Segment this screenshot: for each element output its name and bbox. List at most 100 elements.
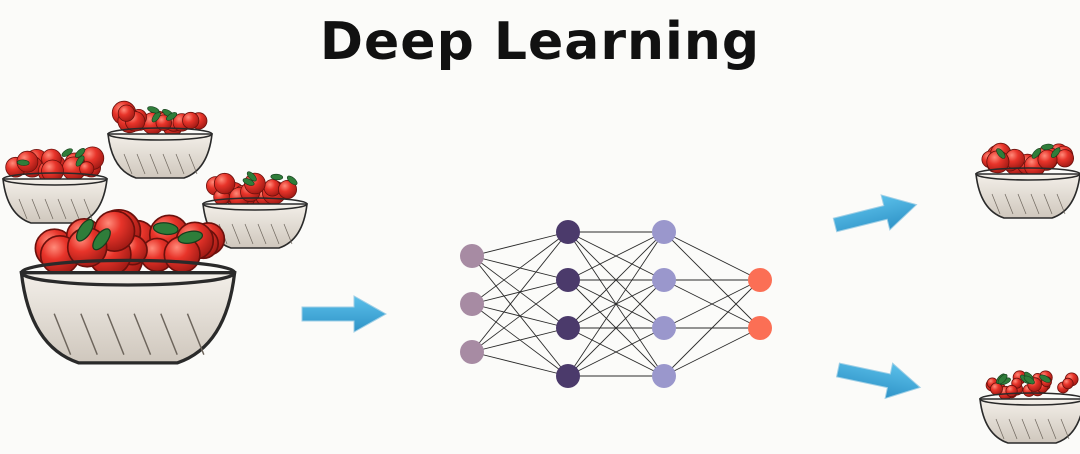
- bowl-hatch: [188, 153, 198, 175]
- tomato: [117, 104, 136, 122]
- bowl-hatch: [270, 223, 280, 245]
- network-nodes: [460, 220, 772, 388]
- network-connection: [663, 279, 761, 377]
- tomato: [1062, 377, 1074, 390]
- network-connection: [471, 279, 569, 353]
- leaf: [151, 111, 161, 123]
- bowl-hatch: [57, 198, 67, 220]
- leaf: [286, 175, 298, 186]
- output-node: [748, 316, 772, 340]
- output-bowl-large-tomatoes: [975, 142, 1080, 219]
- network-connection: [663, 231, 761, 281]
- bowl-hatch: [1060, 418, 1070, 440]
- bowl-hatch: [175, 153, 185, 175]
- leaf: [1031, 148, 1042, 159]
- bowl-hatch: [136, 153, 146, 175]
- bowl-body: [979, 398, 1080, 444]
- large-bowl: [19, 208, 237, 365]
- bowl-hatch: [991, 193, 1001, 215]
- network-connection: [567, 279, 665, 377]
- bowl-hatch: [53, 313, 72, 355]
- leaf: [75, 218, 94, 242]
- hidden-node-1: [556, 268, 580, 292]
- bowl-hatch: [149, 153, 159, 175]
- network-connection: [471, 231, 569, 257]
- arrow-to-large-output: [832, 194, 918, 233]
- hidden-node-2: [652, 268, 676, 292]
- tomato-bowl-icon: [107, 100, 213, 179]
- bowl-rim: [107, 127, 213, 141]
- hidden-node-2: [652, 220, 676, 244]
- hidden-node-2: [652, 316, 676, 340]
- tomato: [79, 161, 95, 177]
- leaf: [16, 159, 30, 166]
- leaf: [147, 106, 160, 114]
- bowl-hatch: [133, 313, 152, 355]
- leaf: [166, 112, 178, 121]
- bowl-rim: [202, 197, 308, 211]
- small-bowl-left: [2, 146, 108, 224]
- leaf: [75, 155, 85, 167]
- bowl-rim: [19, 258, 237, 287]
- bowl-hatch: [1047, 418, 1057, 440]
- tomato-bowl-icon: [202, 171, 308, 249]
- bowl-hatch: [83, 198, 93, 220]
- network-connection: [471, 231, 569, 305]
- tomato: [1005, 384, 1018, 398]
- bowl-hatch: [44, 198, 54, 220]
- bowl-hatch: [1034, 418, 1044, 440]
- bowl-rim: [975, 167, 1080, 181]
- leaf: [997, 373, 1008, 385]
- network-connection: [471, 351, 569, 377]
- bowl-body: [19, 271, 237, 365]
- leaf: [75, 148, 86, 158]
- bowl-hatch: [1004, 193, 1014, 215]
- leaf: [246, 171, 257, 182]
- bowl-hatch: [1017, 193, 1027, 215]
- bowl-hatch: [70, 198, 80, 220]
- arrow-to-network: [301, 295, 388, 333]
- neural-network: [460, 220, 772, 388]
- right-arrow-icon: [832, 194, 918, 233]
- leaf: [1023, 375, 1035, 385]
- input-node: [460, 292, 484, 316]
- cherry-tomato-bowl-icon: [979, 370, 1080, 444]
- bowl-hatch: [162, 153, 172, 175]
- network-connection: [663, 327, 761, 377]
- bowl-hatch: [244, 223, 254, 245]
- leaf: [1041, 143, 1054, 151]
- hidden-node-1: [556, 316, 580, 340]
- leaf: [152, 222, 179, 236]
- network-connection: [471, 327, 569, 353]
- tomato-bowl-icon: [2, 146, 108, 224]
- bowl-hatch: [1043, 193, 1053, 215]
- bowl-hatch: [123, 153, 133, 175]
- diagram-title: Deep Learning: [319, 12, 761, 72]
- bowl-rim: [2, 172, 108, 186]
- leaf: [996, 148, 1006, 159]
- network-connection: [567, 231, 665, 377]
- bowl-hatch: [18, 198, 28, 220]
- output-bowl-cherry-tomatoes: [979, 370, 1080, 444]
- hidden-node-1: [556, 364, 580, 388]
- leaf: [242, 178, 255, 186]
- bowl-hatch: [231, 223, 241, 245]
- network-connection: [471, 231, 569, 353]
- leaf: [270, 173, 284, 181]
- bowl-hatch: [1056, 193, 1066, 215]
- input-node: [460, 244, 484, 268]
- small-bowl-top: [107, 100, 213, 179]
- bowl-hatch: [1008, 418, 1018, 440]
- hidden-node-1: [556, 220, 580, 244]
- leaf: [1050, 147, 1061, 158]
- tomato: [213, 172, 236, 195]
- small-bowl-right: [202, 171, 308, 249]
- bowl-hatch: [186, 313, 205, 355]
- leaf: [177, 230, 204, 244]
- output-node: [748, 268, 772, 292]
- bowl-hatch: [160, 313, 178, 355]
- leaf: [92, 228, 111, 251]
- hidden-node-2: [652, 364, 676, 388]
- right-arrow-icon: [835, 362, 922, 400]
